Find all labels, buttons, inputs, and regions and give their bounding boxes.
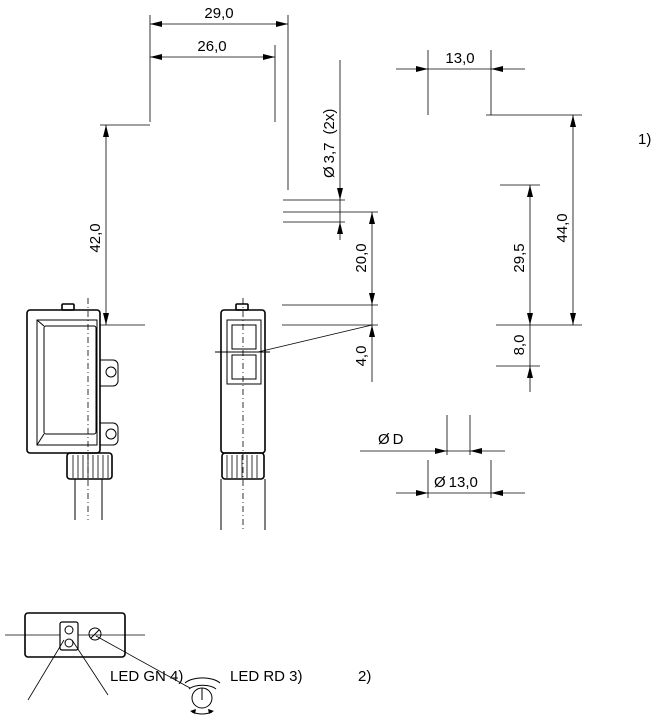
led-red-label: LED RD 3) xyxy=(230,668,303,685)
dim-4-label: 4,0 xyxy=(353,346,370,367)
note-2-label: 2) xyxy=(358,668,371,685)
dim-8-label: 8,0 xyxy=(511,335,528,356)
dim-44-label: 44,0 xyxy=(554,213,571,242)
height-20-4-dimensions: 20,0 4,0 xyxy=(257,211,378,382)
sensor-front-view xyxy=(26,298,119,520)
dim-29-label: 29,0 xyxy=(204,5,233,22)
sensor-top-view xyxy=(5,612,191,701)
right-dimensions: 13,0 44,0 29,5 8,0 1) xyxy=(396,50,651,392)
height-42-dimension: 42,0 xyxy=(87,124,150,326)
adjust-knob-icon xyxy=(184,677,221,715)
dim-hole-label: Ø3,7(2x) xyxy=(321,109,338,178)
dim-26-label: 26,0 xyxy=(197,38,226,55)
dim-20-label: 20,0 xyxy=(353,243,370,272)
led-green-label: LED GN 4) xyxy=(110,668,183,685)
sensor-side-view xyxy=(215,298,270,530)
top-width-dimensions: 29,0 26,0 xyxy=(149,5,289,190)
dim-42-label: 42,0 xyxy=(87,223,104,252)
note-1-label: 1) xyxy=(638,131,651,148)
hole-dimension: Ø3,7(2x) xyxy=(283,60,345,240)
dim-29-5-label: 29,5 xyxy=(511,243,528,272)
dim-13-top-label: 13,0 xyxy=(445,50,474,67)
